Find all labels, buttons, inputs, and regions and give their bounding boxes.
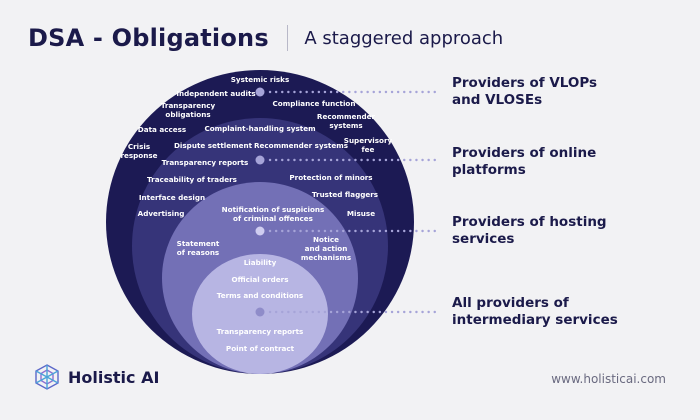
intermediary-label: Point of contract	[226, 344, 295, 353]
provider-online-platforms: Providers of online platforms	[452, 145, 596, 179]
vlop-label: Independent audits	[176, 89, 255, 98]
online-label: Protection of minors	[289, 173, 372, 182]
intermediary-label: Terms and conditions	[217, 291, 303, 300]
online-label: Misuse	[347, 209, 375, 218]
connector-intermediary	[255, 307, 442, 317]
intermediary-label: Official orders	[232, 275, 289, 284]
hosting-label: mechanisms	[301, 253, 351, 262]
provider-hosting-services: Providers of hosting services	[452, 214, 607, 248]
provider-vlops: Providers of VLOPs and VLOSEs	[452, 75, 597, 109]
vlop-label: systems	[329, 121, 362, 130]
online-label: Transparency reports	[162, 158, 249, 167]
provider-line: Providers of hosting	[452, 214, 607, 230]
page-subtitle: A staggered approach	[304, 27, 504, 49]
vlop-label: response	[120, 151, 157, 160]
provider-line: services	[452, 231, 515, 247]
vlop-label: Crisis	[128, 142, 150, 151]
provider-line: Providers of online	[452, 145, 597, 161]
page-title: DSA - Obligations	[28, 24, 269, 52]
intermediary-label: Transparency reports	[217, 327, 304, 336]
vlop-label: Supervisory	[344, 136, 393, 145]
online-label: Traceability of traders	[147, 175, 237, 184]
online-label: Complaint-handling system	[204, 124, 315, 133]
hosting-label: and action	[305, 244, 348, 253]
provider-line: and VLOSEs	[452, 92, 543, 108]
header: DSA - Obligations A staggered approach	[28, 20, 503, 56]
title-divider	[286, 25, 289, 51]
online-label: Dispute settlement	[174, 141, 253, 150]
online-label: Interface design	[139, 193, 205, 202]
vlop-label: Data access	[138, 125, 186, 134]
website-url: www.holisticai.com	[551, 372, 666, 386]
vlop-label: Recommender	[317, 112, 376, 121]
provider-line: Providers of VLOPs	[452, 75, 598, 91]
hosting-label: Notice	[313, 235, 339, 244]
online-label: Advertising	[138, 209, 185, 218]
vlop-label: Compliance function	[273, 99, 356, 108]
hosting-label: of criminal offences	[233, 214, 313, 223]
connector-vlop	[255, 87, 442, 97]
provider-line: platforms	[452, 162, 526, 178]
online-label: Recommender systems	[254, 141, 348, 150]
brand-name: Holistic AI	[68, 367, 160, 387]
vlop-label: Transparency	[161, 101, 216, 110]
provider-line: All providers of	[452, 295, 569, 311]
intermediary-label: Liability	[244, 258, 277, 267]
holistic-ai-logo-icon	[35, 364, 59, 390]
connector-hosting	[255, 226, 442, 236]
connector-online	[255, 155, 442, 165]
vlop-label: obligations	[165, 110, 210, 119]
hosting-label: Notification of suspicions	[222, 205, 325, 214]
hosting-label: of reasons	[177, 248, 219, 257]
vlop-label: fee	[362, 145, 375, 154]
online-label: Trusted flaggers	[312, 190, 378, 199]
vlop-label: Systemic risks	[231, 75, 290, 84]
hosting-label: Statement	[177, 239, 220, 248]
provider-intermediary-services: All providers of intermediary services	[452, 295, 618, 329]
footer-logo: Holistic AI	[34, 364, 159, 390]
provider-line: intermediary services	[452, 312, 618, 328]
